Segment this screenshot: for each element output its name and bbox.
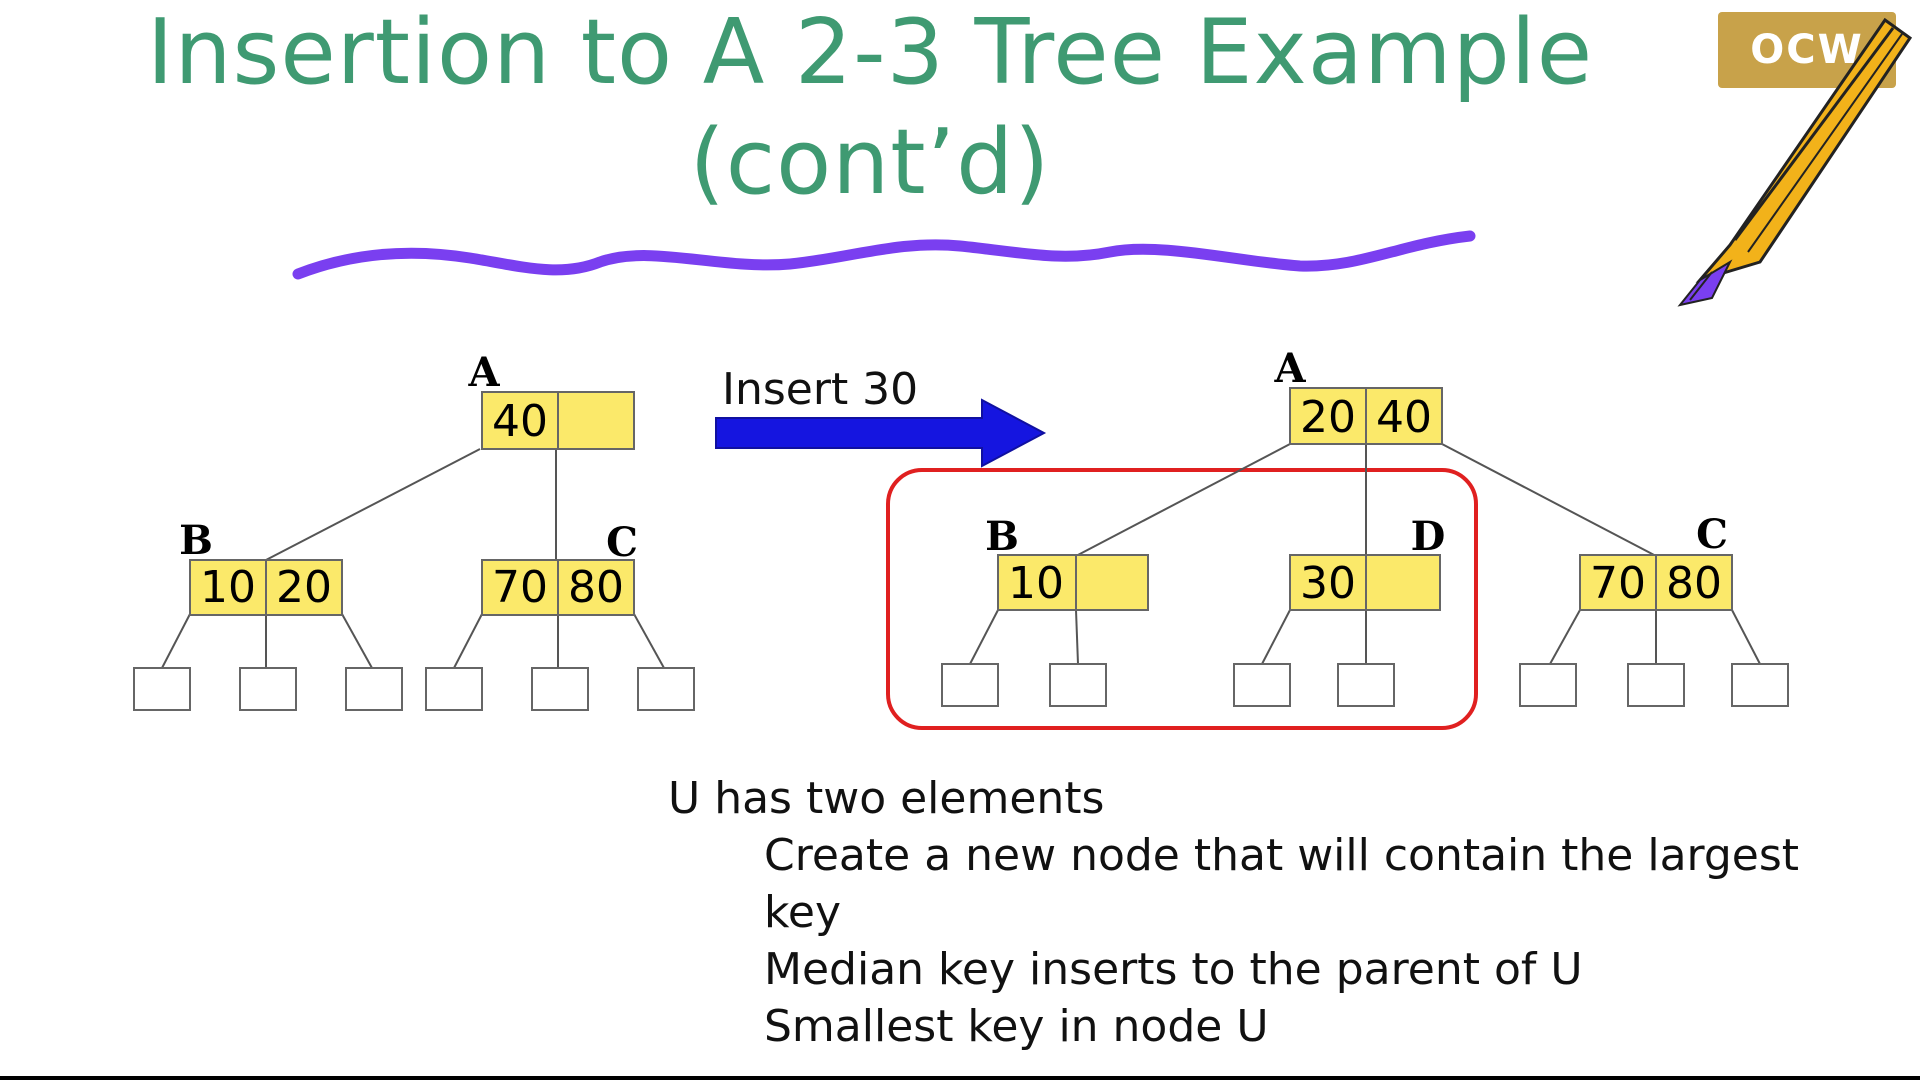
node-key: 80 — [1666, 558, 1722, 609]
note-item: Median key inserts to the parent of U — [764, 944, 1583, 995]
tree-node: 40 A — [467, 349, 635, 450]
before-tree: 40 A 10 20 B 70 80 C — [133, 349, 695, 711]
arrow-label: Insert 30 — [722, 364, 918, 415]
leaf-node — [1731, 663, 1789, 707]
leaf-node — [1627, 663, 1685, 707]
edge-c-leaf-1 — [1549, 609, 1581, 665]
leaf-node — [941, 663, 999, 707]
notes-heading: U has two elements — [668, 773, 1105, 824]
node-key: 30 — [1300, 558, 1356, 609]
tree-node: 70 80 C — [1579, 511, 1733, 611]
insert-arrow: Insert 30 — [715, 364, 1047, 468]
bottom-border — [0, 1076, 1920, 1080]
edge-b-leaf-2 — [1075, 609, 1079, 665]
node-label: A — [467, 349, 500, 396]
edge-b-leaf-3 — [341, 613, 373, 669]
leaf-node — [637, 667, 695, 711]
edge-b-leaf-1 — [969, 609, 999, 665]
edge-c-leaf-3 — [1731, 609, 1761, 665]
after-tree: 20 40 A 10 B 30 D — [941, 345, 1789, 707]
leaf-node — [1519, 663, 1577, 707]
leaf-node — [345, 667, 403, 711]
edge-b-leaf-1 — [161, 613, 191, 669]
node-key: 70 — [1590, 558, 1646, 609]
slide-title-line-1: Insertion to A 2-3 Tree Example — [146, 0, 1594, 105]
note-item: Smallest key in node U — [764, 1001, 1269, 1052]
node-key: 20 — [1300, 392, 1356, 443]
node-key: 80 — [568, 562, 624, 613]
leaf-node — [1233, 663, 1291, 707]
tree-node: 10 20 B — [179, 517, 343, 616]
explanation-notes: U has two elements Create a new node tha… — [668, 770, 1868, 1055]
tree-node: 10 B — [985, 513, 1149, 611]
edge-a-b — [265, 448, 481, 561]
edge-c-leaf-3 — [633, 613, 665, 669]
edge-a-b — [1075, 443, 1291, 557]
leaf-node — [1049, 663, 1107, 707]
node-label: D — [1411, 513, 1446, 560]
arrow-right-icon — [715, 398, 1047, 468]
note-item: key — [764, 887, 842, 938]
node-label: A — [1273, 345, 1306, 392]
node-label: C — [606, 519, 638, 566]
node-label: B — [179, 517, 213, 564]
note-item: Create a new node that will contain the … — [764, 830, 1800, 881]
edge-c-leaf-1 — [453, 613, 483, 669]
edge-a-c — [1441, 443, 1657, 557]
leaf-node — [425, 667, 483, 711]
node-key: 10 — [1008, 558, 1064, 609]
node-key: 40 — [492, 396, 548, 447]
ocw-logo-text: OCW — [1750, 27, 1864, 73]
node-label: B — [985, 513, 1019, 560]
node-key: 40 — [1376, 392, 1432, 443]
tree-node: 20 40 A — [1273, 345, 1443, 445]
leaf-node — [531, 667, 589, 711]
pen-icon — [1677, 17, 1913, 307]
leaf-node — [1337, 663, 1395, 707]
node-key: 20 — [276, 562, 332, 613]
leaf-node — [239, 667, 297, 711]
node-label: C — [1696, 511, 1728, 558]
decorative-underline — [292, 230, 1476, 280]
edge-d-leaf-1 — [1261, 609, 1291, 665]
leaf-node — [133, 667, 191, 711]
node-key: 10 — [200, 562, 256, 613]
slide-title-line-2: (cont’d) — [689, 110, 1051, 215]
tree-node: 70 80 C — [481, 519, 638, 616]
tree-node: 30 D — [1289, 513, 1446, 611]
split-highlight-box — [886, 468, 1478, 730]
node-key: 70 — [492, 562, 548, 613]
